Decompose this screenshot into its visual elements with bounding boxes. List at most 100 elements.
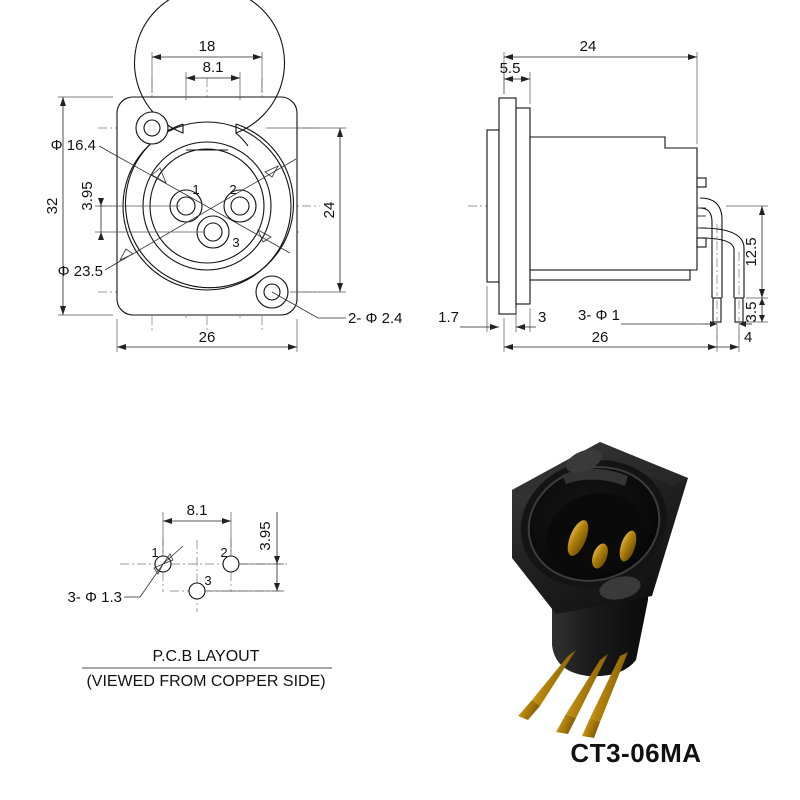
front-latch-ring-outer <box>124 123 295 289</box>
front-dim-8p1-label: 8.1 <box>203 59 224 76</box>
side-view: 24 5.5 12.5 3.5 1.7 <box>438 38 768 352</box>
front-dim8p1-arrow-right <box>231 75 240 81</box>
side-dim26-arrow-left <box>504 344 513 350</box>
product-solder-pin-2 <box>566 654 608 718</box>
side-terminal-nub-1 <box>696 177 707 188</box>
front-dim-3p95-label: 3.95 <box>79 181 96 210</box>
pcb-dim8p1-arrow-right <box>222 518 231 524</box>
side-body-shelf <box>529 269 691 281</box>
product-solder-pin-1 <box>532 650 576 706</box>
front-dia-16p4-label: Φ 16.4 <box>51 137 96 154</box>
front-latch-ring-inner <box>134 0 285 134</box>
product-pins <box>567 520 637 569</box>
front-dim-32-label: 32 <box>44 198 61 215</box>
side-phi1-arrow-right <box>739 321 746 327</box>
side-dim24-arrow-left <box>504 54 513 60</box>
side-dim-26-label: 26 <box>592 329 609 346</box>
side-dim-5p5-label: 5.5 <box>500 60 521 77</box>
pcb-layout-subtitle: (VIEWED FROM COPPER SIDE) <box>86 673 325 690</box>
product-mount-boss-bottom <box>599 576 641 600</box>
side-dim-3p5-label: 3.5 <box>743 302 760 323</box>
side-dim5p5-arrow-left <box>504 76 513 82</box>
front-mount-hole-callout-label: 2- Φ 2.4 <box>348 310 403 327</box>
side-dim3p5-arrow-top <box>759 298 765 305</box>
product-photo: CT3-06MA <box>512 442 701 768</box>
pcb-dim-8p1-label: 8.1 <box>187 502 208 519</box>
front-dia-23p5-arrow-left <box>119 248 134 261</box>
product-solder-pin-3-tip <box>582 718 600 738</box>
pcb-layout-title: P.C.B LAYOUT <box>153 648 260 665</box>
side-dim-3-label: 3 <box>538 309 546 326</box>
front-dim32-arrow-top <box>60 97 66 106</box>
front-dim3p95-arrow-top <box>98 198 104 206</box>
pcb-hole-dia-callout-label: 3- Φ 1.3 <box>68 589 123 606</box>
side-terminal-nub-2 <box>696 237 707 248</box>
front-mounthole-callout-leader <box>271 291 319 319</box>
front-dia-23p5-label: Φ 23.5 <box>58 263 103 280</box>
pcb-pad-label-2: 2 <box>220 545 227 560</box>
side-flange-plate <box>498 97 517 315</box>
front-dia-16p4-arrow <box>151 167 167 184</box>
pcb-layout: 1 2 3 3- Φ 1.3 8.1 3.95 P.C <box>68 502 332 690</box>
front-latch-notch <box>235 132 249 147</box>
side-dim3p5-arrow-bottom <box>759 315 765 322</box>
front-dim24-arrow-top <box>337 128 343 137</box>
front-pin-label-1: 1 <box>192 182 199 197</box>
product-label: CT3-06MA <box>570 738 701 768</box>
side-dim3-arrow <box>516 324 525 330</box>
front-mount-hole-top-outer <box>135 111 169 145</box>
pcb-dim8p1-arrow-left <box>163 518 172 524</box>
front-mount-hole-bottom-inner <box>263 283 281 301</box>
front-pin-2-inner <box>230 196 250 216</box>
product-solder-pin-1-tip <box>518 700 540 720</box>
side-pin-dia-callout-label: 3- Φ 1 <box>578 307 620 324</box>
product-solder-pins <box>518 650 628 738</box>
product-solder-pin-2-tip <box>556 714 576 734</box>
front-dim-18-label: 18 <box>199 38 216 55</box>
side-dim12p5-arrow-bottom <box>759 289 765 298</box>
front-pin-label-2: 2 <box>229 182 236 197</box>
side-dim-24-label: 24 <box>580 38 597 55</box>
front-pin-2-outer <box>223 189 257 223</box>
side-dim24-arrow-right <box>688 54 697 60</box>
side-dim5p5-arrow-right <box>521 76 530 82</box>
pcb-callout-arrow-b <box>161 553 174 565</box>
side-pin-1-outer-edge <box>699 197 723 298</box>
pcb-callout-arrow-a <box>153 563 164 575</box>
side-flange-lip <box>486 129 500 283</box>
side-dim12p5-arrow-top <box>759 206 765 215</box>
pcb-pad-label-1: 1 <box>151 545 158 560</box>
side-dim-12p5-label: 12.5 <box>743 237 760 266</box>
front-dim3p95-arrow-bottom <box>98 232 104 240</box>
front-dia-23p5-arrow-right <box>264 165 279 178</box>
side-dim1p7-arrow <box>490 324 499 330</box>
pcb-pad-3 <box>188 582 206 600</box>
front-dim26-arrow-left <box>117 344 126 350</box>
front-dim-24-label: 24 <box>321 202 338 219</box>
side-body-outline <box>529 136 698 271</box>
side-pin-1-inner-edge <box>699 207 713 298</box>
front-dia-23p5-leader <box>104 158 297 271</box>
pcb-dim3p95-arrow-top <box>274 556 280 564</box>
product-key-slot <box>562 468 628 486</box>
side-flange-step <box>515 107 531 305</box>
side-pin-2-inner-edge <box>699 237 735 298</box>
pcb-dim3p95-arrow-bottom <box>274 583 280 591</box>
front-mount-hole-top-inner <box>143 119 161 137</box>
product-pin-1 <box>567 520 589 556</box>
side-phi1-arrow-left <box>710 321 717 327</box>
front-dim18-arrow-left <box>152 54 161 60</box>
pcb-dim-3p95-label: 3.95 <box>257 521 274 550</box>
front-dim18-arrow-right <box>253 54 262 60</box>
front-pin-label-3: 3 <box>232 235 239 250</box>
front-dim8p1-arrow-left <box>186 75 195 81</box>
side-dim-4-label: 4 <box>744 329 752 346</box>
product-pin-2 <box>619 530 637 562</box>
front-dia-16p4-leader <box>98 145 291 254</box>
side-dim26-arrow-right <box>708 344 717 350</box>
side-pin-2-outer-edge <box>699 227 745 298</box>
pcb-pad-label-3: 3 <box>204 573 211 588</box>
front-dim-26-label: 26 <box>199 329 216 346</box>
front-view: 18 8.1 32 24 <box>44 0 403 352</box>
